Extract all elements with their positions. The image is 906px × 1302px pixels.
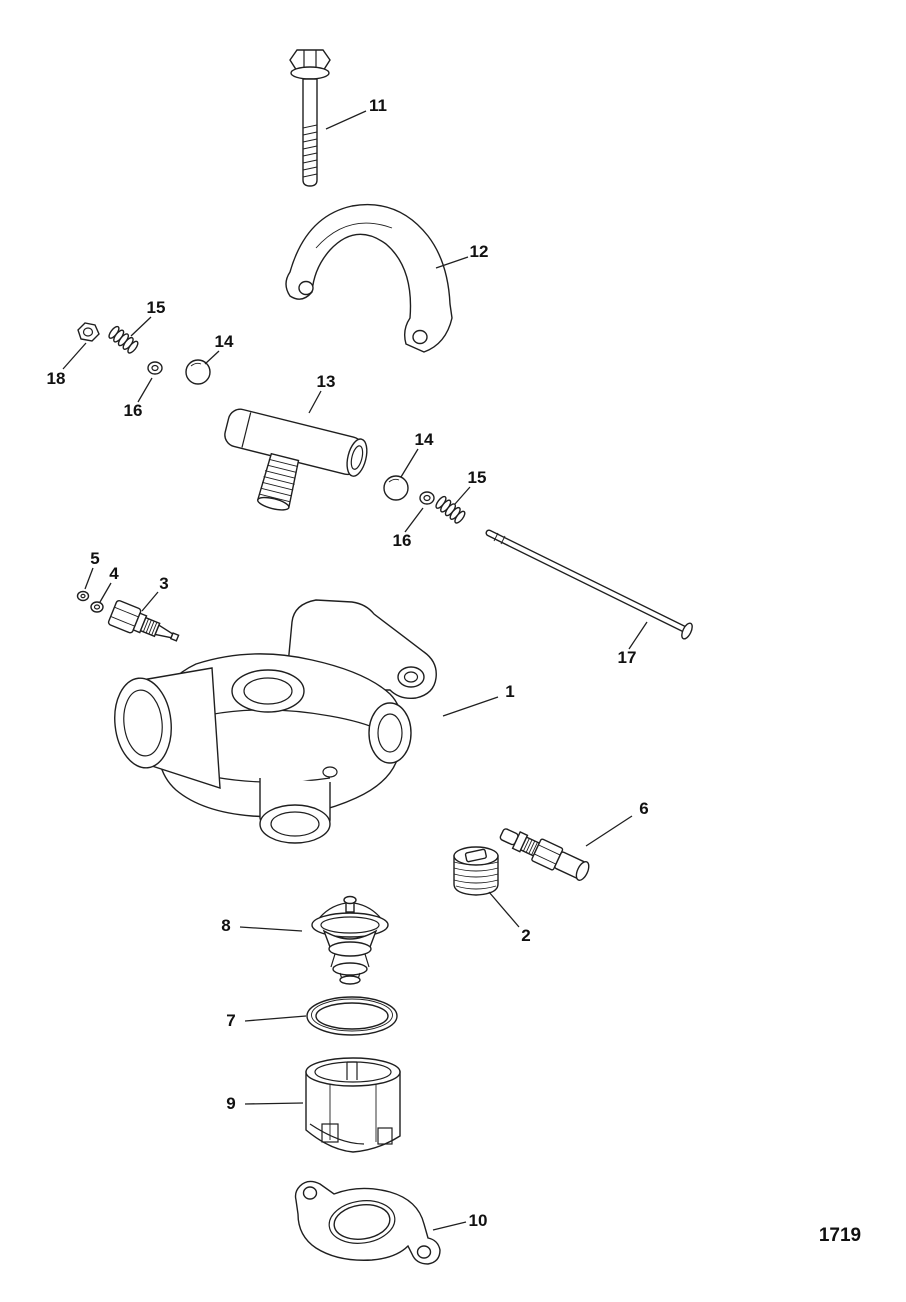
figure-number: 1719 — [818, 1225, 862, 1246]
leader-line-7 — [244, 1015, 307, 1022]
callout-part-2: 2 — [521, 926, 531, 945]
callout-part-14-right: 14 — [414, 430, 434, 449]
part-12-clamp-strap — [285, 203, 453, 353]
leader-line-9 — [244, 1102, 304, 1105]
leader-line-12 — [435, 256, 469, 269]
callout-part-11: 11 — [369, 96, 387, 115]
callout-part-5: 5 — [90, 549, 100, 568]
leader-line-8 — [239, 926, 303, 932]
part-3-temperature-sensor — [107, 599, 180, 642]
part-10-gasket — [294, 1180, 441, 1265]
part-6-temperature-sender — [499, 828, 590, 881]
leader-lines — [62, 110, 648, 1231]
leader-line-10 — [432, 1221, 467, 1231]
part-1-thermostat-housing — [114, 599, 437, 844]
callout-part-1: 1 — [505, 682, 515, 701]
leader-line-5 — [84, 567, 94, 590]
callout-part-9: 9 — [226, 1094, 236, 1113]
part-15-spring-right — [435, 495, 466, 524]
callout-part-3: 3 — [159, 574, 169, 593]
leader-line-16-left — [137, 377, 153, 403]
leader-line-6 — [585, 815, 633, 847]
part-4-washer — [90, 601, 104, 613]
part-8-thermostat — [311, 895, 389, 985]
part-9-thermostat-sleeve — [305, 1057, 401, 1153]
callout-part-13: 13 — [316, 372, 336, 391]
leader-line-13 — [308, 390, 322, 414]
leader-line-11 — [325, 110, 367, 130]
callout-part-10: 10 — [468, 1211, 488, 1230]
callout-part-15-right: 15 — [467, 468, 487, 487]
callout-part-4: 4 — [109, 564, 119, 583]
part-16-washer-right — [419, 491, 435, 505]
leader-line-14-left — [204, 350, 220, 365]
part-14-ball-left — [185, 359, 211, 385]
part-17-rod — [485, 529, 693, 640]
callout-part-7: 7 — [226, 1011, 236, 1030]
callout-part-16-right: 16 — [392, 531, 412, 550]
part-16-washer-left — [147, 361, 163, 375]
part-5-washer — [76, 590, 90, 602]
callout-part-15-left: 15 — [146, 298, 166, 317]
callout-part-6: 6 — [639, 799, 649, 818]
leader-line-18 — [62, 342, 87, 370]
leader-line-15-left — [130, 316, 152, 337]
part-18-hex-nut — [77, 322, 100, 342]
callout-part-18: 18 — [46, 369, 66, 388]
part-13-tee-fitting — [224, 408, 368, 511]
part-7-oring-seal — [306, 996, 398, 1036]
callout-part-8: 8 — [221, 916, 231, 935]
part-11-flange-bolt — [289, 49, 331, 187]
leader-line-3 — [141, 591, 159, 612]
leader-line-15-right — [454, 486, 471, 505]
leader-line-1 — [442, 696, 499, 717]
callout-part-16-left: 16 — [123, 401, 143, 420]
leader-line-17 — [628, 621, 648, 650]
part-15-spring-left — [108, 325, 139, 354]
callout-part-14-left: 14 — [214, 332, 234, 351]
leader-line-14-right — [400, 448, 419, 478]
part-2-threaded-plug — [453, 846, 499, 896]
callout-part-17: 17 — [617, 648, 637, 667]
leader-line-4 — [99, 582, 112, 603]
leader-line-2 — [488, 891, 520, 928]
part-14-ball-right — [383, 475, 409, 501]
callout-part-12: 12 — [469, 242, 489, 261]
leader-line-16-right — [404, 507, 424, 533]
